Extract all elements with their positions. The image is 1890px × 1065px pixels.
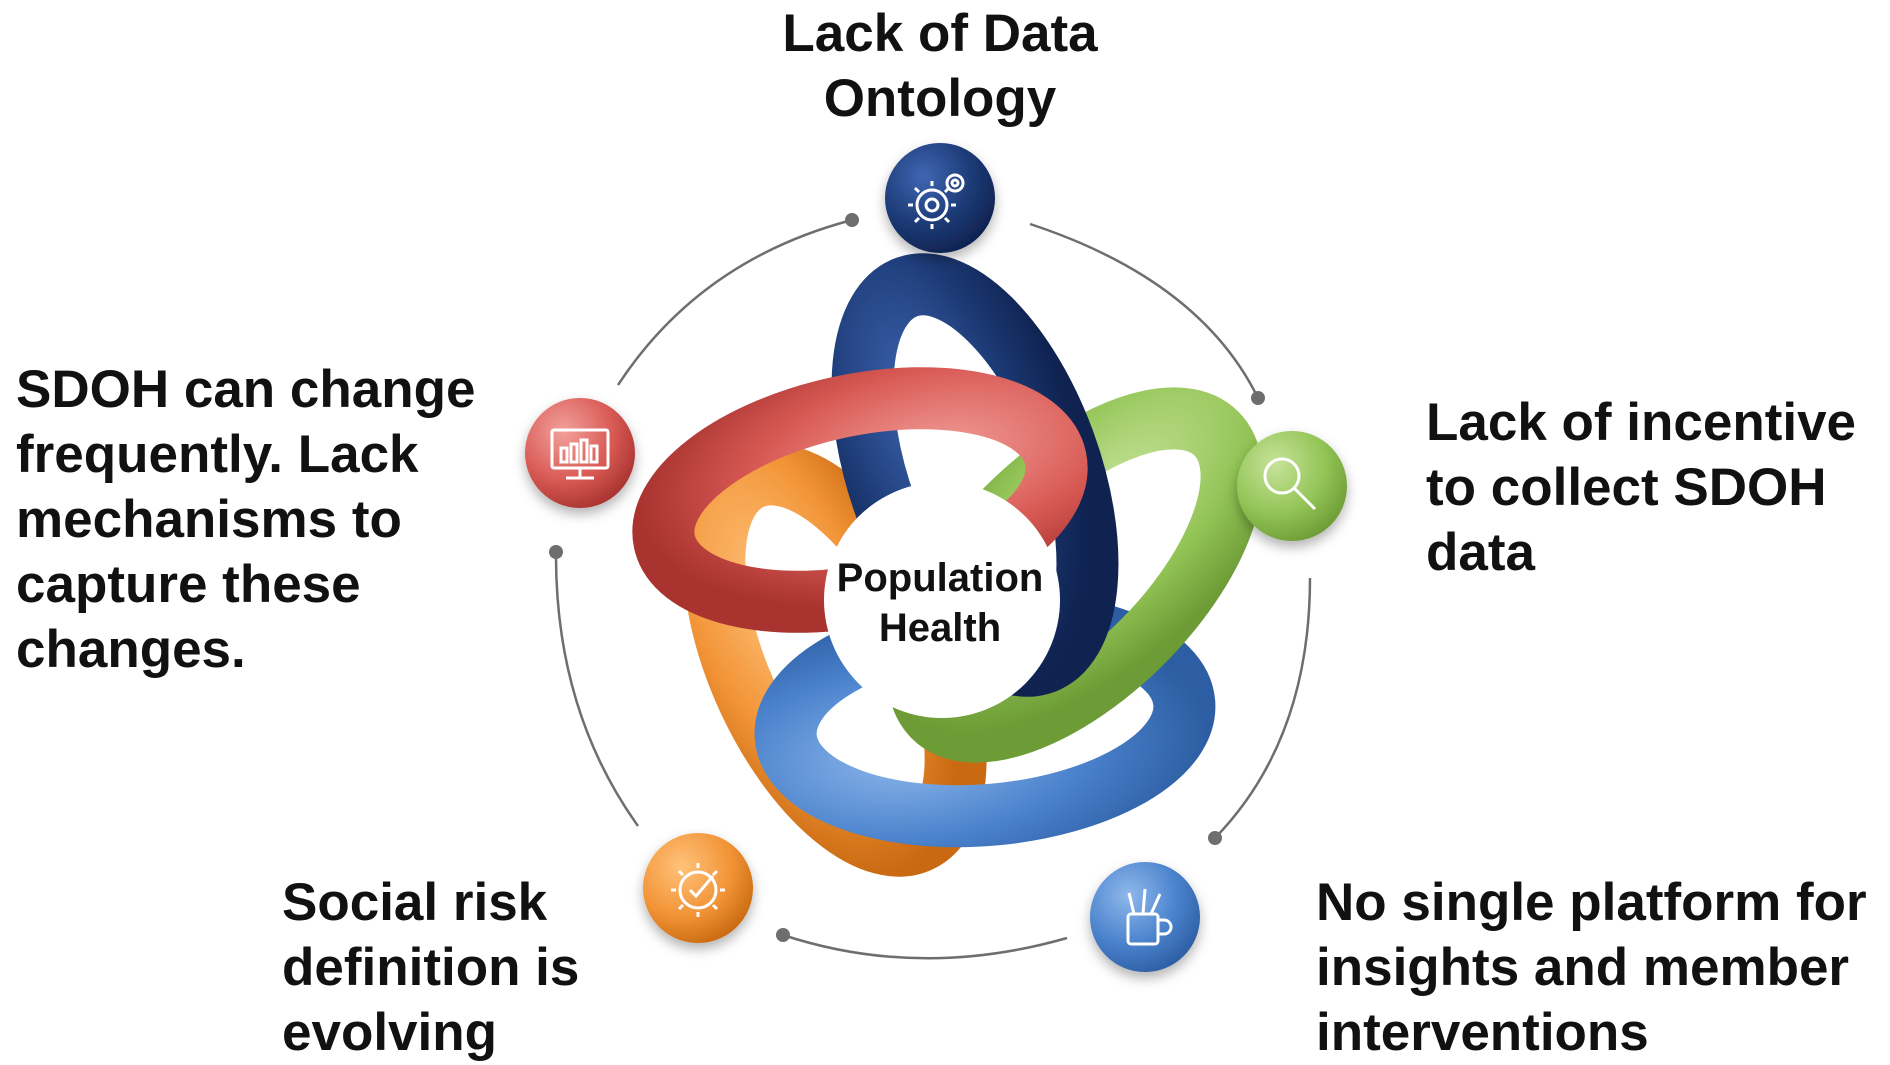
center-line-2: Health <box>878 606 1002 650</box>
arc-incentive-to-platform <box>1214 577 1312 839</box>
center-line-1: Population <box>836 556 1044 600</box>
pencil-cup-icon <box>1126 888 1173 946</box>
label-line: Lack of incentive <box>1426 393 1857 452</box>
label-incentive: Lack of incentive to collect SDOH data <box>1426 390 1856 585</box>
icon-node-platform <box>1090 862 1200 972</box>
label-line: Social risk <box>282 873 548 932</box>
arc-dot <box>1208 831 1222 845</box>
arc-platform-to-social <box>782 933 1068 960</box>
label-line: No single platform for <box>1316 873 1867 932</box>
arc-dot <box>845 213 859 227</box>
label-line: insights and member <box>1316 938 1850 997</box>
monitor-chart-icon <box>550 428 610 480</box>
arc-dot <box>549 545 563 559</box>
label-line: frequently. Lack <box>16 425 419 484</box>
arc-ontology-to-incentive <box>1029 222 1260 399</box>
label-line: interventions <box>1316 1003 1649 1062</box>
label-line: Lack of Data <box>782 4 1098 63</box>
label-data-ontology: Lack of Data Ontology <box>740 1 1140 131</box>
magnifier-icon <box>1263 457 1317 511</box>
label-line: data <box>1426 523 1535 582</box>
label-line: changes. <box>16 620 246 679</box>
label-line: capture these <box>16 555 361 614</box>
label-line: evolving <box>282 1003 498 1062</box>
label-platform: No single platform for insights and memb… <box>1316 870 1867 1065</box>
label-social-risk: Social risk definition is evolving <box>282 870 579 1065</box>
gear-check-icon <box>671 863 725 917</box>
arc-sdoh-to-ontology <box>616 218 853 386</box>
icon-node-incentive <box>1237 431 1347 541</box>
label-sdoh-change: SDOH can change frequently. Lack mechani… <box>16 357 475 682</box>
connector-dots <box>549 213 1265 942</box>
label-line: SDOH can change <box>16 360 476 419</box>
arc-dot <box>1251 391 1265 405</box>
connector-arcs <box>554 218 1312 960</box>
center-title: Population Health <box>820 553 1060 653</box>
population-health-ribbons <box>632 253 1263 877</box>
label-line: definition is <box>282 938 580 997</box>
arc-social-to-sdoh <box>554 551 640 827</box>
icon-node-social-risk <box>643 833 753 943</box>
label-line: mechanisms to <box>16 490 402 549</box>
gears-icon <box>908 173 965 229</box>
label-line: Ontology <box>823 69 1057 128</box>
arc-dot <box>776 928 790 942</box>
icon-node-ontology <box>885 143 995 253</box>
label-line: to collect SDOH <box>1426 458 1827 517</box>
